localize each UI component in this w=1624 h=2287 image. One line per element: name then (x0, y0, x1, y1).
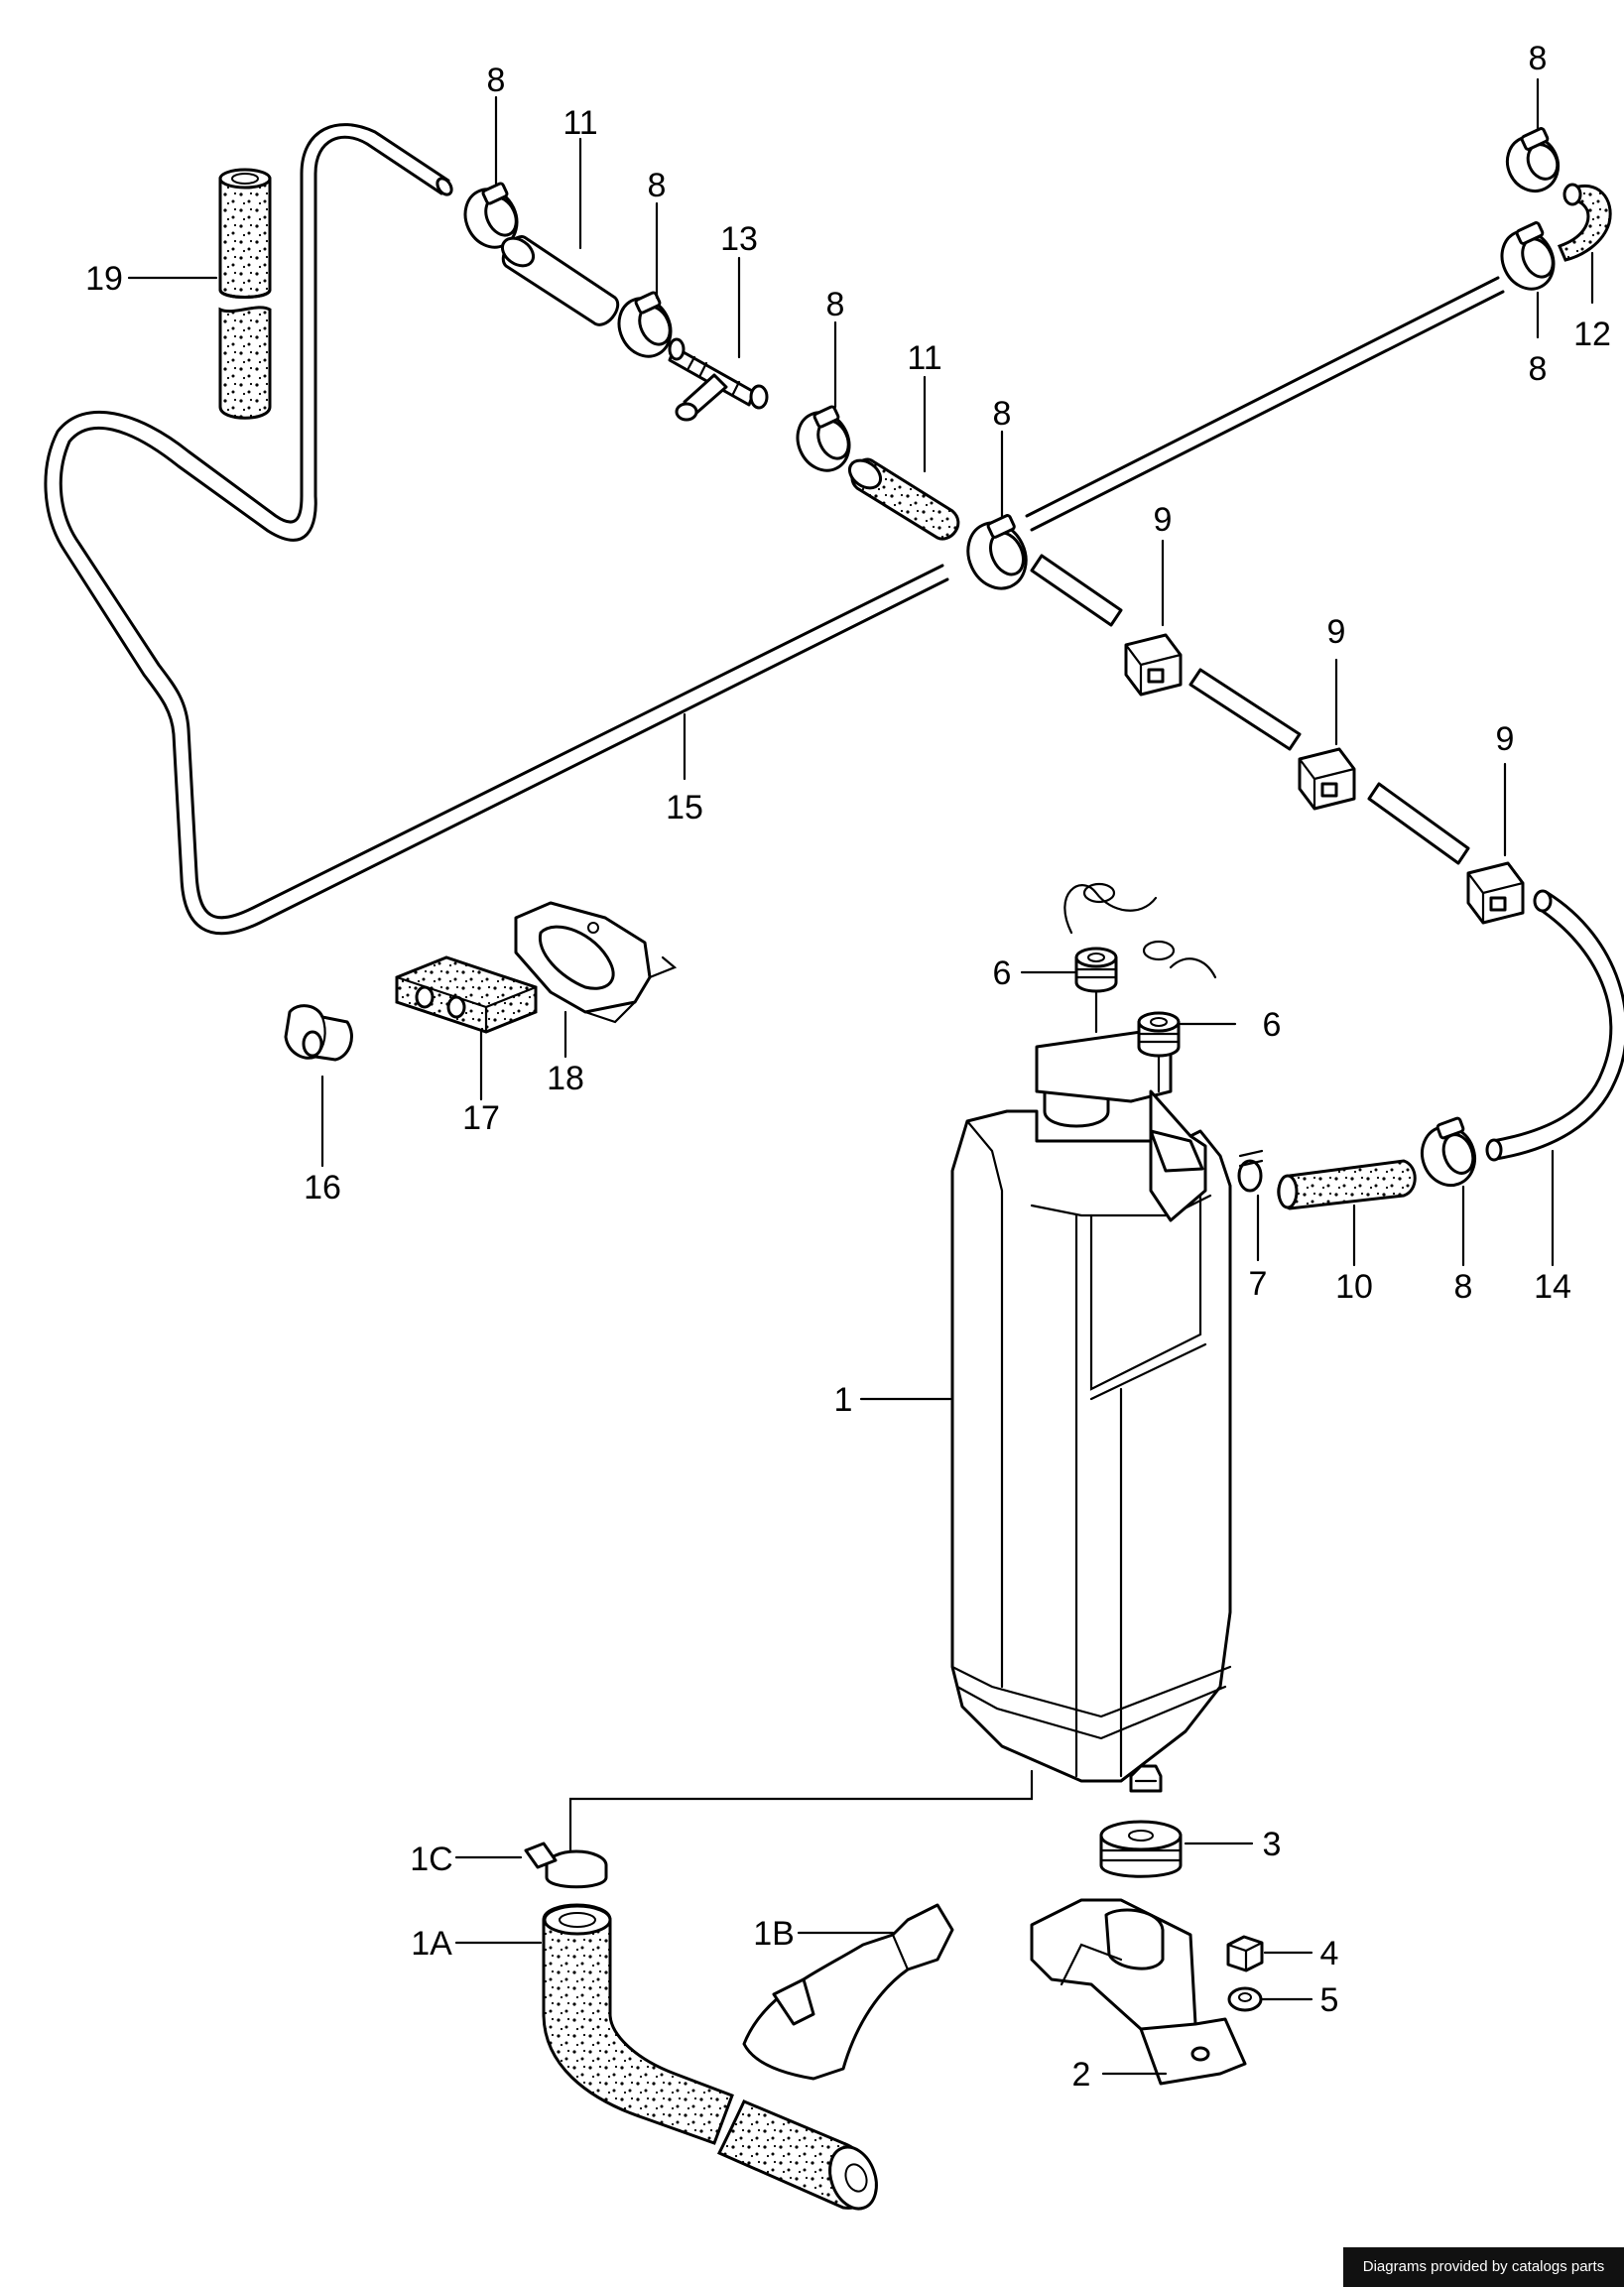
pipe-segments-9 (1030, 554, 1470, 865)
label-9: 9 (1154, 501, 1173, 539)
bracket-18 (514, 901, 678, 1024)
washer-5 (1227, 1986, 1263, 2012)
label-19: 19 (85, 260, 123, 298)
hose-19 (218, 168, 272, 420)
label-2: 2 (1072, 2056, 1091, 2094)
clip-8-e (1505, 127, 1561, 192)
callout-labels: 8 11 8 13 8 11 8 19 8 8 12 9 9 9 15 6 6 … (85, 40, 1611, 2094)
hose-12 (1557, 183, 1612, 262)
clip-8-f (1500, 221, 1556, 291)
nut-4 (1226, 1935, 1264, 1972)
clip-8-c (796, 405, 851, 472)
pipe-right-line (1025, 276, 1505, 532)
clip-9-a (1124, 633, 1183, 697)
label-9: 9 (1496, 720, 1515, 758)
label-8: 8 (993, 395, 1012, 433)
label-16: 16 (304, 1169, 341, 1207)
clamp-1c (524, 1842, 608, 1889)
grommet-6-b (1137, 1011, 1181, 1058)
label-6: 6 (993, 954, 1012, 992)
bracket-1b (742, 1903, 954, 2081)
label-8: 8 (1454, 1268, 1473, 1306)
label-6: 6 (1263, 1006, 1282, 1044)
label-8: 8 (487, 62, 506, 99)
label-13: 13 (720, 220, 758, 258)
label-14: 14 (1534, 1268, 1571, 1306)
holder-17 (395, 955, 538, 1034)
leader-lines (127, 77, 1594, 2076)
clip-7 (1237, 1149, 1264, 1193)
label-1b: 1B (753, 1915, 795, 1953)
label-8: 8 (648, 167, 667, 204)
bracket-2 (1030, 1898, 1247, 2086)
label-15: 15 (666, 789, 703, 826)
label-5: 5 (1320, 1981, 1339, 2019)
credit-banner: Diagrams provided by catalogs parts (1343, 2247, 1624, 2287)
label-10: 10 (1335, 1268, 1373, 1306)
hose-1a (542, 1903, 878, 2211)
grommet-6-a (1074, 947, 1118, 993)
clip-8-g (1421, 1116, 1476, 1188)
hose-14 (1485, 889, 1624, 1162)
label-11: 11 (907, 339, 941, 377)
hose-10 (1277, 1159, 1417, 1210)
label-12: 12 (1573, 316, 1611, 353)
label-7: 7 (1249, 1265, 1268, 1303)
label-1c: 1C (410, 1841, 452, 1878)
hose-11-a (500, 235, 619, 326)
clip-8-b (617, 291, 673, 358)
label-8: 8 (1529, 40, 1548, 77)
label-3: 3 (1263, 1826, 1282, 1863)
label-11: 11 (562, 104, 597, 142)
clip-16 (284, 1004, 353, 1062)
label-18: 18 (547, 1060, 584, 1097)
t-connector-13 (668, 337, 769, 422)
clip-8-a (463, 182, 519, 249)
label-9: 9 (1327, 613, 1346, 651)
label-1a: 1A (411, 1925, 452, 1963)
label-1: 1 (834, 1381, 853, 1419)
canister-1 (950, 1030, 1232, 1793)
label-4: 4 (1320, 1935, 1339, 1972)
label-17: 17 (462, 1099, 500, 1137)
pipe-15 (44, 123, 949, 936)
grommet-3 (1099, 1820, 1183, 1878)
label-8: 8 (1529, 350, 1548, 388)
clip-9-c (1466, 861, 1525, 925)
wire-loops (1063, 882, 1217, 1093)
clip-8-d (966, 514, 1028, 590)
clip-9-b (1298, 747, 1356, 811)
hose-11-b (847, 457, 960, 541)
label-8: 8 (826, 286, 845, 323)
pipe-1c-connection (568, 1769, 1034, 1872)
